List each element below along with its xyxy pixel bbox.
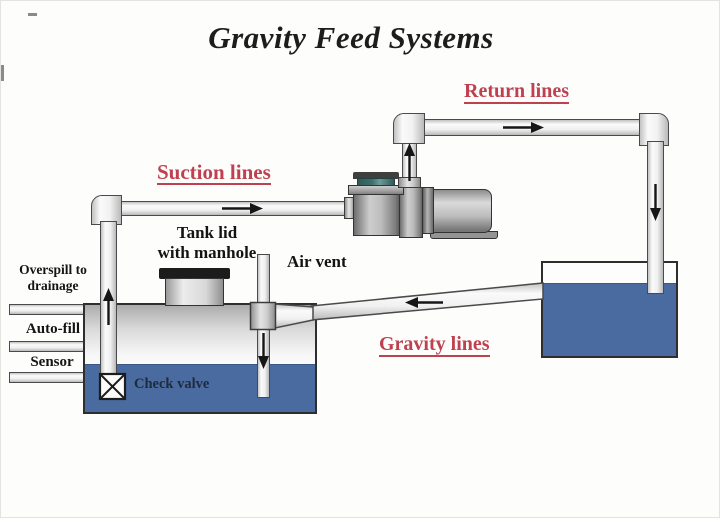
gravity-lines-label: Gravity lines [379, 333, 490, 357]
return-drop-pipe [647, 141, 664, 294]
pump-motor [433, 189, 492, 233]
suction-line-pipe [118, 201, 349, 216]
air-vent-pipe [257, 254, 270, 398]
gravity-tank-water [543, 283, 676, 356]
gravity-line-pipe [310, 282, 544, 321]
return-elbow-right [639, 113, 669, 146]
manhole-cover [165, 278, 224, 306]
page-title: Gravity Feed Systems [208, 20, 494, 55]
overspill-pipe [9, 304, 89, 315]
main-storage-tank [83, 303, 317, 414]
suction-elbow [91, 195, 122, 225]
strainer-lid-cap [353, 172, 399, 179]
return-elbow-left [393, 113, 425, 144]
overspill-label: Overspill to drainage [19, 262, 87, 293]
scan-artifact [28, 13, 37, 16]
return-lines-label: Return lines [464, 80, 569, 104]
gravity-flow-arrow [405, 297, 443, 308]
scan-artifact [1, 65, 4, 81]
pump-strainer-housing [353, 194, 400, 236]
sensor-pipe [9, 372, 89, 383]
manhole-rim [159, 268, 230, 279]
check-valve-label: Check valve [134, 376, 210, 392]
suction-drop-pipe [100, 221, 117, 375]
sensor-label: Sensor [30, 354, 74, 370]
return-line-pipe [419, 119, 649, 136]
tank-lid-label: Tank lid with manhole [157, 223, 257, 262]
suction-lines-label: Suction lines [157, 160, 271, 185]
auto-fill-label: Auto-fill [25, 321, 81, 337]
auto-fill-pipe [9, 341, 89, 352]
discharge-union-collar [398, 177, 421, 188]
air-vent-label: Air vent [287, 252, 347, 271]
